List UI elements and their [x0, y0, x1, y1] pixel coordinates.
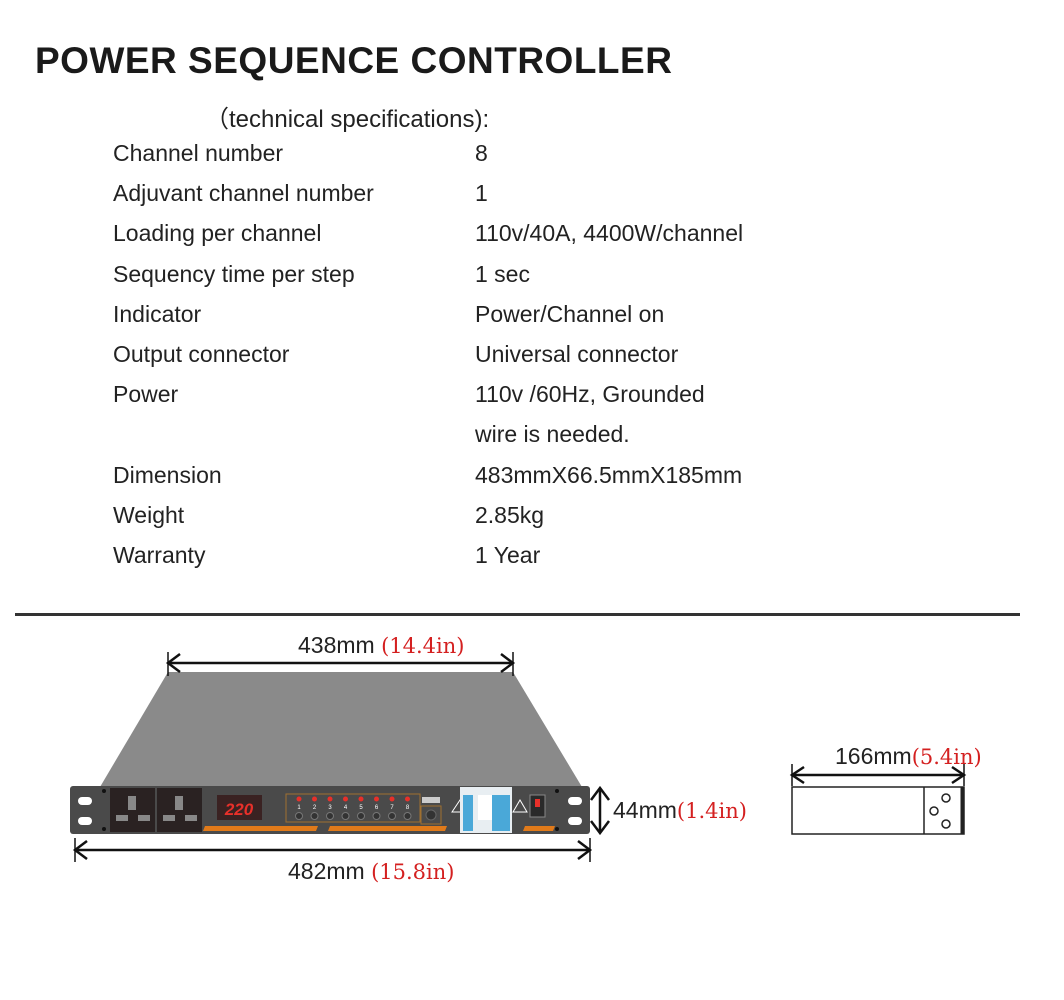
channel-button: [326, 812, 334, 820]
spec-label: Warranty: [113, 542, 206, 568]
rack-hole: [78, 817, 92, 825]
spec-value: Power/Channel on: [475, 300, 665, 327]
side-view: [791, 786, 965, 835]
channel-button: [310, 812, 319, 820]
device-top: [100, 672, 582, 787]
spec-label: Loading per channel: [113, 220, 322, 247]
spec-label: Power: [113, 381, 179, 408]
spec-row: Adjuvant channel number 1: [113, 180, 488, 207]
spec-label: Adjuvant channel number: [113, 180, 374, 207]
spec-row: Indicator Power/Channel on: [113, 300, 664, 328]
spec-label: Sequency time per step: [113, 260, 355, 287]
spec-value: 1 sec: [475, 260, 530, 287]
spec-row: Channel number 8: [113, 140, 488, 167]
spec-row: Weight 2.85kg: [113, 501, 544, 529]
channel-number: 5: [359, 805, 363, 811]
divider: [15, 613, 1020, 616]
page-title: POWER SEQUENCE CONTROLLER: [35, 40, 673, 81]
dim-side-label: 166mm(5.4in): [835, 743, 982, 769]
spec-label: Dimension: [113, 461, 222, 488]
spec-label: Indicator: [113, 300, 202, 327]
channel-number: 2: [313, 805, 317, 811]
channel-led: [312, 796, 317, 802]
dim-height-label: 44mm(1.4in): [613, 797, 747, 823]
channel-led: [389, 796, 395, 802]
spec-value: 110v /60Hz, Grounded: [475, 381, 705, 408]
spec-value: Universal connector: [475, 341, 679, 367]
channel-button: [403, 812, 412, 820]
spec-label: Weight: [113, 501, 185, 528]
channel-button: [388, 812, 396, 820]
channel-led: [358, 796, 364, 802]
channel-number: 7: [390, 805, 394, 811]
dim-width-label: 482mm (15.8in): [288, 858, 455, 884]
channel-button: [372, 812, 381, 820]
spec-row: Output connector Universal connector: [113, 341, 678, 368]
spec-value: wire is needed.: [475, 421, 630, 448]
spec-row: Dimension 483mmX66.5mmX185mm: [113, 461, 742, 489]
channel-led: [374, 796, 379, 802]
dim-depth-label: 438mm (14.4in): [298, 632, 465, 658]
channel-number: 1: [297, 805, 301, 811]
channel-button: [357, 812, 365, 820]
spec-value: 1 Year: [475, 542, 541, 568]
spec-value: 8: [475, 140, 488, 166]
spec-value: 483mmX66.5mmX185mm: [475, 461, 743, 488]
channel-button: [341, 812, 350, 820]
display-value: 220: [224, 800, 254, 819]
channel-led: [296, 796, 302, 802]
channel-led: [405, 796, 410, 802]
voltage-display: [217, 795, 262, 820]
spec-value: 2.85kg: [475, 501, 545, 528]
spec-row: Power 110v /60Hz, Grounded: [113, 381, 705, 408]
channel-led: [343, 796, 348, 802]
spec-label: Output connector: [113, 341, 290, 367]
channel-number: 8: [406, 805, 410, 811]
channel-number: 4: [344, 805, 348, 811]
spec-row: Warranty 1 Year: [113, 542, 540, 569]
channel-number: 3: [328, 805, 332, 811]
channel-led: [327, 796, 333, 802]
channel-button: [295, 812, 303, 820]
subtitle: （technical specifications):: [205, 106, 490, 133]
channel-number: 6: [375, 805, 379, 811]
spec-row: Sequency time per step 1 sec: [113, 260, 530, 288]
spec-value: 110v/40A, 4400W/channel: [475, 220, 744, 247]
spec-value: 1: [475, 180, 488, 207]
spec-label: Channel number: [113, 140, 284, 166]
spec-row: Loading per channel 110v/40A, 4400W/chann…: [113, 220, 743, 247]
